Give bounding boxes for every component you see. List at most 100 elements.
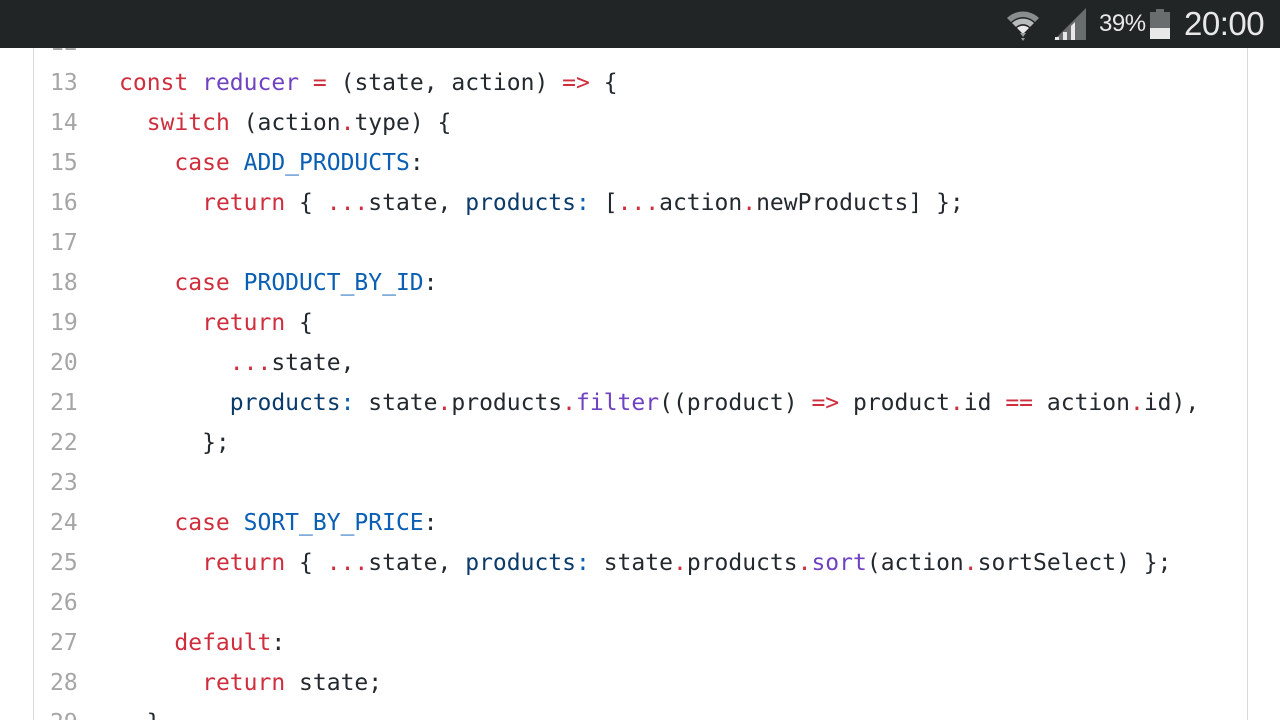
signal-icon [1053,8,1087,44]
line-number: 18 [50,270,78,296]
code-token [299,70,313,96]
code-text: return { [119,303,313,343]
code-token: state [354,390,438,416]
code-token [119,270,174,296]
code-token [230,510,244,536]
code-token: state, [368,190,466,216]
code-token: ... [326,190,369,216]
code-token: action [1033,390,1130,416]
code-token [119,670,202,696]
code-token: => [562,70,590,96]
code-token: return [202,670,286,696]
line-number: 20 [50,350,78,376]
code-token: : [576,550,590,576]
line-number: 15 [50,150,78,176]
code-token [119,310,202,336]
clock: 20:00 [1184,5,1265,42]
code-token [119,150,174,176]
code-line: 27 default: [34,623,1247,663]
code-text: return state; [119,663,382,703]
code-line: 25 return { ...state, products: state.pr… [34,543,1247,583]
line-number: 19 [50,310,78,336]
code-line: 26 [34,583,1247,623]
code-token: { [285,310,313,336]
code-token: products [465,190,576,216]
code-line: 12 [34,48,1247,63]
code-token: return [202,550,286,576]
code-text: return { ...state, products: [...action.… [119,183,964,223]
code-token: sortSelect) }; [977,550,1172,576]
code-token [119,390,230,416]
code-token [119,630,174,656]
code-token: : [271,630,286,656]
code-token: default [174,630,272,656]
code-token: . [437,390,452,416]
code-token: : [423,510,438,536]
code-token [119,350,230,376]
code-line: 14 switch (action.type) { [34,103,1247,143]
code-text: }; [119,423,230,463]
code-token: state; [285,670,383,696]
code-line: 19 return { [34,303,1247,343]
code-token: ... [229,350,272,376]
code-token: : [340,390,355,416]
line-number: 22 [50,430,78,456]
code-token: SORT_BY_PRICE [243,510,424,536]
code-viewer[interactable]: 1213const reducer = (state, action) => {… [33,48,1248,720]
code-line: 18 case PRODUCT_BY_ID: [34,263,1247,303]
code-line: 16 return { ...state, products: [...acti… [34,183,1247,223]
code-token: case [174,150,230,176]
line-number: 25 [50,550,78,576]
code-token: product [839,390,950,416]
line-number: 27 [50,630,78,656]
code-token: sort [811,550,867,576]
status-bar: 39% 20:00 [0,0,1280,48]
code-token: type) { [354,110,452,136]
code-token: [ [589,190,618,216]
code-token: == [1005,390,1034,416]
code-line: 20 ...state, [34,343,1247,383]
code-token: reducer [202,70,300,96]
code-token: . [562,390,577,416]
code-lines: 1213const reducer = (state, action) => {… [34,48,1247,720]
code-line: 28 return state; [34,663,1247,703]
code-token [188,70,202,96]
code-token: { [285,550,327,576]
wifi-icon [1005,6,1041,46]
code-token: . [672,550,687,576]
line-number: 29 [50,703,100,720]
code-token: ADD_PRODUCTS [243,150,410,176]
code-token: : [409,150,424,176]
code-token: . [340,110,355,136]
code-token: . [1129,390,1144,416]
battery-icon [1150,9,1170,43]
code-token: products [229,390,341,416]
code-text: ...state, [119,343,355,383]
code-line: 29 } [34,703,1247,720]
code-text: default: [119,623,285,663]
code-token: . [949,390,964,416]
line-number: 12 [50,48,100,63]
code-line: 17 [34,223,1247,263]
code-token: . [742,190,757,216]
code-token: ... [326,550,369,576]
line-number: 14 [50,110,78,136]
code-token: ... [617,190,660,216]
code-token: id), [1143,390,1200,416]
code-token: state [589,550,673,576]
code-token [230,270,244,296]
code-text: } [119,703,161,720]
code-token: : [423,270,438,296]
code-token [119,510,174,536]
code-line: 21 products: state.products.filter((prod… [34,383,1247,423]
line-number: 17 [50,230,78,256]
code-token: action [659,190,743,216]
line-number: 23 [50,470,78,496]
code-token: id [963,390,1006,416]
code-token [119,190,202,216]
code-line: 15 case ADD_PRODUCTS: [34,143,1247,183]
code-token: products [451,390,563,416]
code-token: { [589,70,618,96]
code-token: filter [576,390,660,416]
